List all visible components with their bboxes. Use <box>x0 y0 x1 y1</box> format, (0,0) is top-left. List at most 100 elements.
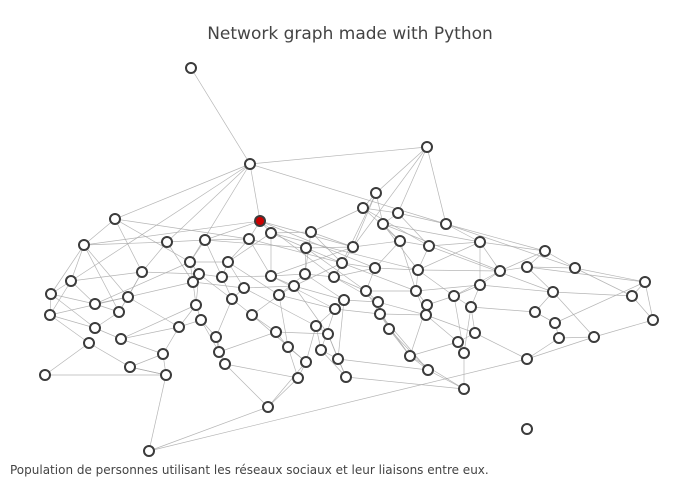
node[interactable] <box>569 262 581 274</box>
node[interactable] <box>216 271 228 283</box>
node[interactable] <box>300 242 312 254</box>
node[interactable] <box>246 309 258 321</box>
node[interactable] <box>161 236 173 248</box>
node[interactable] <box>270 326 282 338</box>
node[interactable] <box>394 235 406 247</box>
node[interactable] <box>494 265 506 277</box>
node[interactable] <box>421 299 433 311</box>
node[interactable] <box>45 288 57 300</box>
node[interactable] <box>193 268 205 280</box>
node[interactable] <box>184 256 196 268</box>
node[interactable] <box>410 285 422 297</box>
node[interactable] <box>329 303 341 315</box>
node[interactable] <box>469 327 481 339</box>
node[interactable] <box>83 337 95 349</box>
node[interactable] <box>322 328 334 340</box>
node[interactable] <box>210 331 222 343</box>
node[interactable] <box>377 218 389 230</box>
node[interactable] <box>157 348 169 360</box>
node[interactable] <box>305 226 317 238</box>
node[interactable] <box>474 279 486 291</box>
node[interactable] <box>185 62 197 74</box>
node[interactable] <box>39 369 51 381</box>
node[interactable] <box>521 423 533 435</box>
node[interactable] <box>423 240 435 252</box>
node[interactable] <box>243 233 255 245</box>
node[interactable] <box>383 323 395 335</box>
node[interactable] <box>539 245 551 257</box>
node[interactable] <box>392 207 404 219</box>
node[interactable] <box>143 445 155 457</box>
node[interactable] <box>452 336 464 348</box>
node[interactable] <box>199 234 211 246</box>
node[interactable] <box>238 282 250 294</box>
node[interactable] <box>553 332 565 344</box>
node[interactable] <box>190 299 202 311</box>
node[interactable] <box>340 371 352 383</box>
node[interactable] <box>421 141 433 153</box>
node[interactable] <box>588 331 600 343</box>
node[interactable] <box>422 364 434 376</box>
node[interactable] <box>474 236 486 248</box>
node[interactable] <box>78 239 90 251</box>
node[interactable] <box>458 347 470 359</box>
node[interactable] <box>44 309 56 321</box>
node[interactable] <box>420 309 432 321</box>
node[interactable] <box>292 372 304 384</box>
node[interactable] <box>369 262 381 274</box>
node[interactable] <box>310 320 322 332</box>
node[interactable] <box>360 285 372 297</box>
node[interactable] <box>160 369 172 381</box>
node[interactable] <box>265 270 277 282</box>
node[interactable] <box>404 350 416 362</box>
node[interactable] <box>89 298 101 310</box>
node[interactable] <box>136 266 148 278</box>
node[interactable] <box>282 341 294 353</box>
node[interactable] <box>347 241 359 253</box>
node[interactable] <box>115 333 127 345</box>
node[interactable] <box>412 264 424 276</box>
node[interactable] <box>187 276 199 288</box>
node[interactable] <box>458 383 470 395</box>
node[interactable] <box>440 218 452 230</box>
node[interactable] <box>647 314 659 326</box>
node[interactable] <box>299 268 311 280</box>
node[interactable] <box>65 275 77 287</box>
node[interactable] <box>336 257 348 269</box>
node[interactable] <box>273 289 285 301</box>
node[interactable] <box>521 261 533 273</box>
node[interactable] <box>372 296 384 308</box>
node[interactable] <box>219 358 231 370</box>
node[interactable] <box>124 361 136 373</box>
node[interactable] <box>639 276 651 288</box>
node[interactable] <box>547 286 559 298</box>
node[interactable] <box>222 256 234 268</box>
node[interactable] <box>374 308 386 320</box>
node[interactable] <box>370 187 382 199</box>
node[interactable] <box>226 293 238 305</box>
node[interactable] <box>113 306 125 318</box>
node[interactable] <box>122 291 134 303</box>
node[interactable] <box>244 158 256 170</box>
node[interactable] <box>549 317 561 329</box>
node[interactable] <box>448 290 460 302</box>
node[interactable] <box>357 202 369 214</box>
node[interactable] <box>529 306 541 318</box>
node[interactable] <box>89 322 101 334</box>
node[interactable] <box>338 294 350 306</box>
node[interactable] <box>465 301 477 313</box>
node[interactable] <box>626 290 638 302</box>
node[interactable] <box>288 280 300 292</box>
node[interactable] <box>521 353 533 365</box>
node[interactable] <box>328 271 340 283</box>
node[interactable] <box>315 344 327 356</box>
node[interactable] <box>262 401 274 413</box>
node[interactable] <box>265 227 277 239</box>
node[interactable] <box>173 321 185 333</box>
node[interactable] <box>300 356 312 368</box>
node[interactable] <box>213 346 225 358</box>
node[interactable] <box>195 314 207 326</box>
node[interactable] <box>332 353 344 365</box>
node[interactable] <box>109 213 121 225</box>
highlighted-node[interactable] <box>254 215 266 227</box>
